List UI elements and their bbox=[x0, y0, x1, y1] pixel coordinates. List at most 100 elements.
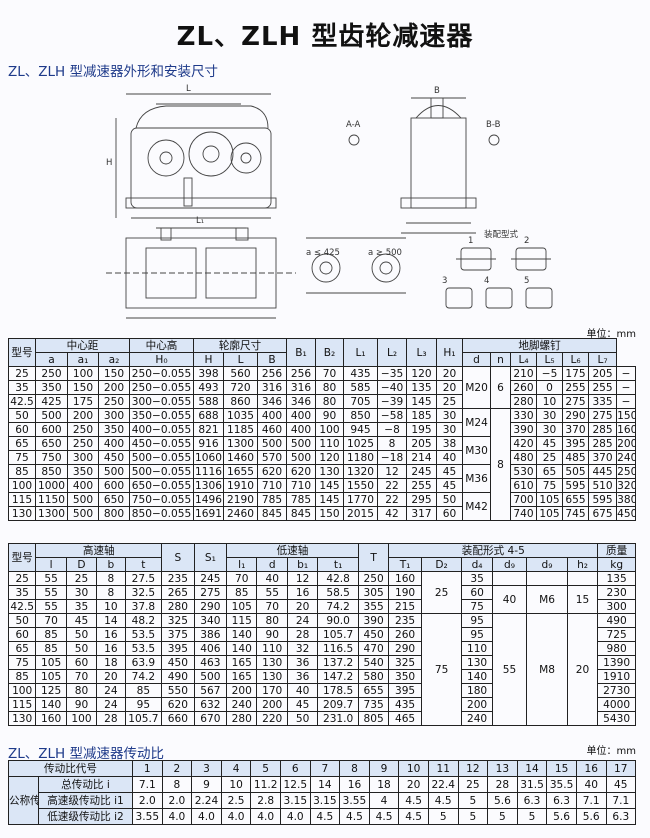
table-cell: 450 bbox=[357, 627, 390, 642]
table-cell: 115 bbox=[7, 697, 37, 712]
table-cell: 1300 bbox=[223, 436, 259, 451]
table-cell: 465 bbox=[388, 711, 422, 726]
table-cell: 1060 bbox=[193, 450, 225, 465]
table-cell: 850 bbox=[343, 408, 379, 423]
table-cell: 6.3 bbox=[605, 808, 637, 825]
table-cell: 240 bbox=[616, 450, 636, 465]
nominal-ratio-label: 公称传动比 bbox=[8, 776, 39, 825]
table-cell: 300−0.055 bbox=[129, 394, 195, 409]
table-cell: 25 bbox=[457, 776, 489, 793]
table-cell: 5 bbox=[250, 760, 281, 777]
table-cell: 165 bbox=[226, 669, 258, 684]
table-cell: 346 bbox=[286, 394, 317, 409]
table-cell: 80 bbox=[315, 394, 345, 409]
table-cell: 0 bbox=[536, 380, 564, 395]
table-cell: 16 bbox=[96, 627, 126, 642]
table-cell: 325 bbox=[388, 655, 422, 670]
t2-sub-b: b bbox=[96, 557, 126, 572]
table-cell: 105 bbox=[536, 492, 564, 507]
table-cell: 130 bbox=[256, 655, 288, 670]
table-cell: 450−0.055 bbox=[129, 436, 195, 451]
table-cell: 4000 bbox=[597, 697, 636, 712]
table-cell: 2190 bbox=[223, 492, 259, 507]
table-cell: 50 bbox=[7, 613, 37, 628]
table-cell: 25 bbox=[536, 450, 564, 465]
table-cell: 178.5 bbox=[317, 683, 359, 698]
table-cell: 8 bbox=[96, 585, 126, 600]
table-cell: 320 bbox=[616, 478, 636, 493]
table-cell: 500 bbox=[193, 669, 228, 684]
table-cell: 1770 bbox=[343, 492, 379, 507]
table-cell: 2.24 bbox=[191, 792, 222, 809]
table-cell: 500 bbox=[35, 408, 68, 423]
d9-cell: M8 bbox=[526, 613, 568, 726]
table-cell: 560 bbox=[223, 366, 259, 381]
table-cell: 400 bbox=[286, 422, 317, 437]
table-cell: 11.2 bbox=[250, 776, 281, 793]
table-cell: 150 bbox=[616, 408, 636, 423]
table-cell: 205 bbox=[588, 366, 618, 381]
header-model: 型号 bbox=[8, 338, 36, 367]
table-cell: 48.2 bbox=[124, 613, 163, 628]
table-cell: 845 bbox=[257, 506, 288, 521]
ratio-table: 传动比代号1234567891011121314151617公称传动比总传动比 … bbox=[8, 760, 637, 825]
table-cell: 375 bbox=[161, 627, 195, 642]
table-cell: −35 bbox=[377, 366, 408, 381]
table-cell: 116.5 bbox=[317, 641, 359, 656]
section-title-ratios: ZL、ZLH 型减速器传动比 bbox=[8, 746, 164, 762]
table-cell: 650 bbox=[35, 436, 68, 451]
table-cell: 74.2 bbox=[317, 599, 359, 614]
unit-label: 单位：mm bbox=[586, 329, 636, 340]
table-cell: 550 bbox=[161, 683, 195, 698]
table-cell: 980 bbox=[597, 641, 636, 656]
form-2: 2 bbox=[524, 236, 530, 246]
table-cell: 1496 bbox=[193, 492, 225, 507]
table-cell: 100 bbox=[315, 422, 345, 437]
table-cell: 200 bbox=[67, 408, 99, 423]
table-cell: 209.7 bbox=[317, 697, 359, 712]
page-title: ZL、ZLH 型齿轮减速器 bbox=[176, 22, 474, 52]
table-cell: 255 bbox=[588, 380, 618, 395]
table-cell: 110 bbox=[256, 641, 288, 656]
table-cell: 420 bbox=[510, 436, 538, 451]
table-cell: 55 bbox=[256, 585, 288, 600]
ratio-row-label: 高速级传动比 i1 bbox=[38, 792, 133, 809]
table-cell: 1691 bbox=[193, 506, 225, 521]
table-cell: 120 bbox=[315, 450, 345, 465]
table-cell: 105.7 bbox=[317, 627, 359, 642]
table-cell: 316 bbox=[257, 380, 288, 395]
table-cell: 675 bbox=[588, 506, 618, 521]
table-cell: 340 bbox=[193, 613, 228, 628]
table-cell: 7.1 bbox=[132, 776, 163, 793]
table-cell: 350 bbox=[388, 669, 422, 684]
table-cell: 50 bbox=[286, 711, 319, 726]
table-cell: 70 bbox=[226, 571, 258, 586]
t2-header-model: 型号 bbox=[7, 543, 37, 572]
table-cell: 620 bbox=[161, 697, 195, 712]
t2-sub-l: l bbox=[35, 557, 67, 572]
table-cell: 2.5 bbox=[220, 792, 252, 809]
table-cell: 785 bbox=[257, 492, 288, 507]
table-cell: 30 bbox=[436, 408, 464, 423]
table-cell: 600 bbox=[97, 478, 131, 493]
table-cell: 480 bbox=[510, 450, 538, 465]
table-cell: 7.1 bbox=[605, 792, 637, 809]
header-b2: B₂ bbox=[315, 338, 345, 367]
table-cell: 355 bbox=[357, 599, 390, 614]
table-cell: 510 bbox=[588, 478, 618, 493]
table-cell: 120 bbox=[406, 366, 438, 381]
table-cell: 130 bbox=[7, 711, 37, 726]
table-cell: 620 bbox=[257, 464, 288, 479]
sub-a2: a₂ bbox=[97, 352, 131, 367]
table-cell: 5 bbox=[427, 808, 459, 825]
table-cell: 386 bbox=[193, 627, 228, 642]
table-cell: 60 bbox=[65, 655, 98, 670]
table-cell: 255 bbox=[562, 380, 590, 395]
table-cell: 250 bbox=[35, 366, 68, 381]
table-cell: 280 bbox=[161, 599, 195, 614]
table-cell: 916 bbox=[193, 436, 225, 451]
table-cell: 4.0 bbox=[220, 808, 252, 825]
table-cell: 435 bbox=[388, 697, 422, 712]
